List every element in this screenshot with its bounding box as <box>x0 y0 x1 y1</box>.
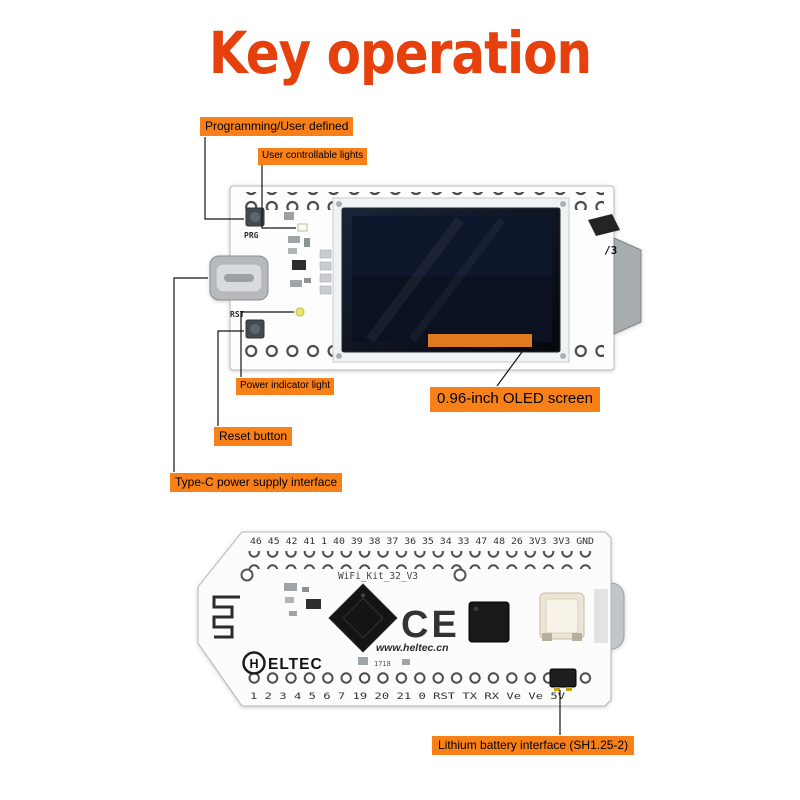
mounting-hole <box>453 568 467 582</box>
battery-interface-socket <box>549 668 577 691</box>
smd-component <box>358 657 368 665</box>
heltec-logo: H ELTEC <box>242 651 323 675</box>
logo-h: H <box>249 657 258 671</box>
smd-ic <box>292 260 306 270</box>
smd-component <box>302 587 309 592</box>
pin-labels-top: 46 45 42 41 1 40 39 38 37 36 35 34 33 47… <box>250 537 594 547</box>
flash-chip <box>468 601 510 643</box>
type-c-port <box>209 255 269 301</box>
pin-holes-bottom <box>248 667 598 685</box>
logo-rest: ELTEC <box>268 656 323 673</box>
edge-silk-text: /3 <box>604 244 617 257</box>
callout-oled: 0.96-inch OLED screen <box>430 387 600 412</box>
callout-user-lights: User controllable lights <box>258 148 368 165</box>
ce-mark: CE <box>401 604 460 646</box>
esp32-chip <box>328 583 398 653</box>
rst-button <box>245 319 265 339</box>
oled-flex-pads <box>319 249 332 295</box>
back-board: 46 45 42 41 1 40 39 38 37 36 35 34 33 47… <box>190 525 635 720</box>
usb-shell-edge <box>594 589 608 643</box>
url-silk: www.heltec.cn <box>376 642 449 654</box>
callout-reset: Reset button <box>214 427 293 446</box>
oled-orange-strip <box>428 334 532 347</box>
antenna-icon <box>212 595 240 639</box>
smd-ic <box>306 599 321 609</box>
pin-holes-top <box>248 551 598 569</box>
rst-silk-text: RST <box>230 310 245 319</box>
smd-component <box>402 659 410 665</box>
back-pcb-body <box>197 531 612 707</box>
edge-marking <box>588 214 620 236</box>
code-silk: 1718 <box>374 660 391 668</box>
front-board: /3 PRG RST <box>200 180 650 380</box>
mounting-hole <box>240 568 254 582</box>
smd-component <box>284 583 297 591</box>
pin-labels-bottom: 1 2 3 4 5 6 7 19 20 21 0 RST TX RX Ve Ve… <box>250 692 566 702</box>
power-led <box>295 307 305 317</box>
user-led <box>297 223 308 232</box>
antenna-shield <box>613 237 642 335</box>
callout-battery: Lithium battery interface (SH1.25-2) <box>432 736 635 755</box>
smd-component <box>304 278 311 283</box>
smd-component <box>285 597 294 603</box>
model-silk: WiFi_Kit_32_V3 <box>338 571 418 582</box>
callout-power-light: Power indicator light <box>236 378 335 395</box>
callout-programming: Programming/User defined <box>200 117 354 136</box>
smd-component <box>289 611 297 616</box>
battery-connector <box>539 592 585 641</box>
smd-component <box>288 248 297 254</box>
prg-button <box>245 207 265 227</box>
callout-type-c: Type-C power supply interface <box>170 473 343 492</box>
oled-screen <box>332 197 570 363</box>
prg-silk-text: PRG <box>244 231 259 240</box>
smd-component <box>284 212 294 220</box>
smd-component <box>290 280 302 287</box>
smd-component <box>304 238 310 247</box>
page-title: Key operation <box>208 20 592 87</box>
smd-component <box>288 236 300 243</box>
